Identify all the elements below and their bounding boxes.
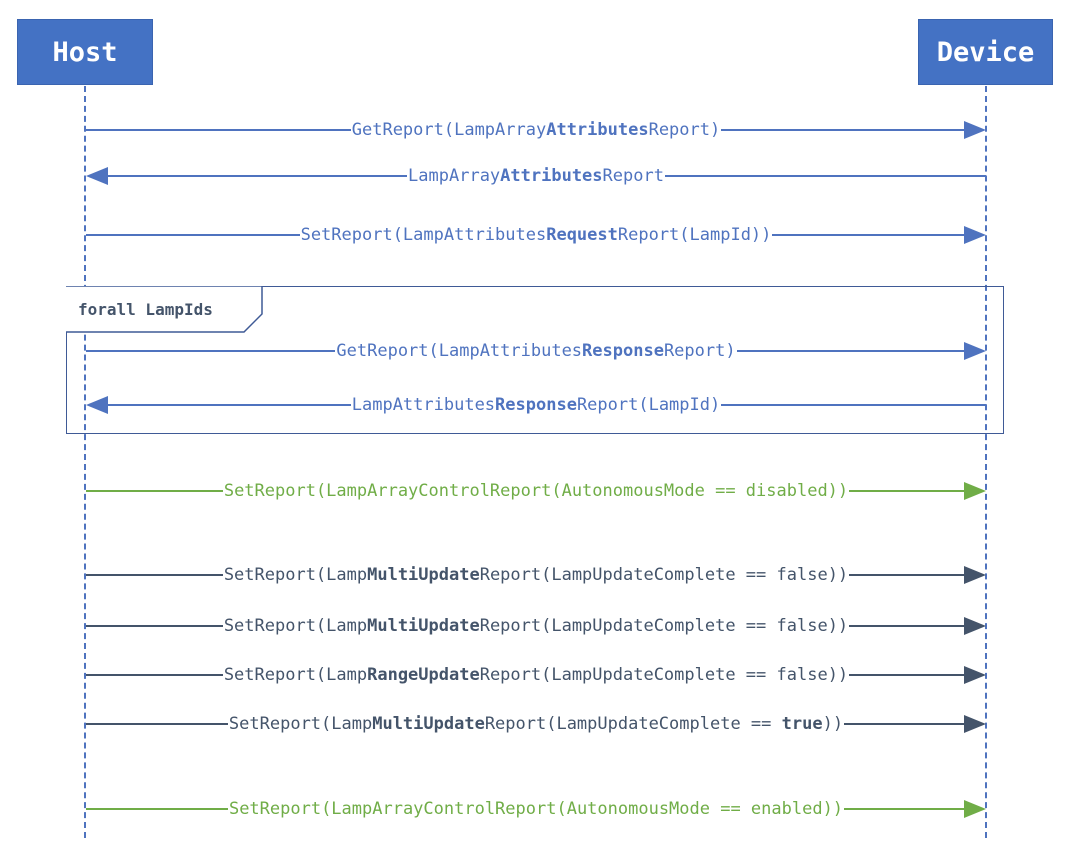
message-label-part: MultiUpdate [367,565,480,585]
message-label-part: SetReport(Lamp [223,665,368,685]
message-9: SetReport(LampRangeUpdateReport(LampUpda… [86,660,986,690]
message-label-part: )) [822,714,844,734]
device-participant: Device [918,19,1053,85]
message-label-part: SetReport(LampArrayControlReport(Autonom… [223,481,849,501]
host-lifeline [84,86,86,838]
message-label-part: Report(LampId)) [617,225,772,245]
message-label-part: LampArray [408,166,501,186]
message-label-part: LampAttributes [351,395,496,415]
message-label-part: true [781,714,823,734]
arrowhead-icon [964,617,986,635]
message-label-part: Report) [663,341,736,361]
message-8: SetReport(LampMultiUpdateReport(LampUpda… [86,611,986,641]
message-label-part: Report(LampUpdateComplete == false)) [479,665,849,685]
arrowhead-icon [964,121,986,139]
arrowhead-icon [964,566,986,584]
arrowhead-icon [964,226,986,244]
message-label: LampAttributesResponseReport(LampId) [86,394,986,416]
message-label: SetReport(LampMultiUpdateReport(LampUpda… [86,713,986,735]
message-10: SetReport(LampMultiUpdateReport(LampUpda… [86,709,986,739]
message-label-part: Report [602,166,664,186]
arrowhead-icon [964,800,986,818]
message-5: LampAttributesResponseReport(LampId) [86,390,986,420]
message-label-part: SetReport(Lamp [228,714,373,734]
message-label: LampArrayAttributesReport [86,165,986,187]
loop-frame [66,286,1004,434]
arrowhead-icon [86,167,108,185]
loop-frame-label-text: forall LampIds [78,300,213,319]
message-label-part: RangeUpdate [367,665,480,685]
message-label-part: SetReport(LampArrayControlReport(Autonom… [228,799,844,819]
message-label-part: Report(LampUpdateComplete == [484,714,782,734]
message-label-part: GetReport(LampAttributes [336,341,583,361]
message-3: SetReport(LampAttributesRequestReport(La… [86,220,986,250]
message-label-part: Report) [648,120,721,140]
host-participant: Host [17,19,153,85]
device-label: Device [936,36,1035,68]
message-11: SetReport(LampArrayControlReport(Autonom… [86,794,986,824]
message-4: GetReport(LampAttributesResponseReport) [86,336,986,366]
message-label-part: Request [546,225,618,245]
message-label-part: Attributes [500,166,603,186]
arrowhead-icon [964,666,986,684]
message-7: SetReport(LampMultiUpdateReport(LampUpda… [86,560,986,590]
arrowhead-icon [964,482,986,500]
arrowhead-icon [964,715,986,733]
host-label: Host [52,36,118,68]
message-label: SetReport(LampMultiUpdateReport(LampUpda… [86,564,986,586]
message-label-part: SetReport(Lamp [223,616,368,636]
message-label: SetReport(LampRangeUpdateReport(LampUpda… [86,664,986,686]
message-label-part: Response [582,341,664,361]
message-label: SetReport(LampArrayControlReport(Autonom… [86,480,986,502]
loop-frame-label: forall LampIds [66,286,266,334]
message-label-part: Report(LampUpdateComplete == false)) [479,616,849,636]
message-label-part: Attributes [546,120,649,140]
message-label-part: Report(LampUpdateComplete == false)) [479,565,849,585]
message-label-part: SetReport(Lamp [223,565,368,585]
message-label: SetReport(LampAttributesRequestReport(La… [86,224,986,246]
message-label-part: Report(LampId) [576,395,721,415]
message-label-part: MultiUpdate [367,616,480,636]
message-6: SetReport(LampArrayControlReport(Autonom… [86,476,986,506]
message-1: GetReport(LampArrayAttributesReport) [86,115,986,145]
device-lifeline [985,86,987,838]
message-label-part: GetReport(LampArray [351,120,547,140]
message-label-part: MultiUpdate [372,714,485,734]
message-label-part: Response [495,395,577,415]
message-label-part: SetReport(LampAttributes [300,225,547,245]
message-2: LampArrayAttributesReport [86,161,986,191]
message-label: SetReport(LampArrayControlReport(Autonom… [86,798,986,820]
arrowhead-icon [86,396,108,414]
arrowhead-icon [964,342,986,360]
message-label: SetReport(LampMultiUpdateReport(LampUpda… [86,615,986,637]
message-label: GetReport(LampArrayAttributesReport) [86,119,986,141]
message-label: GetReport(LampAttributesResponseReport) [86,340,986,362]
